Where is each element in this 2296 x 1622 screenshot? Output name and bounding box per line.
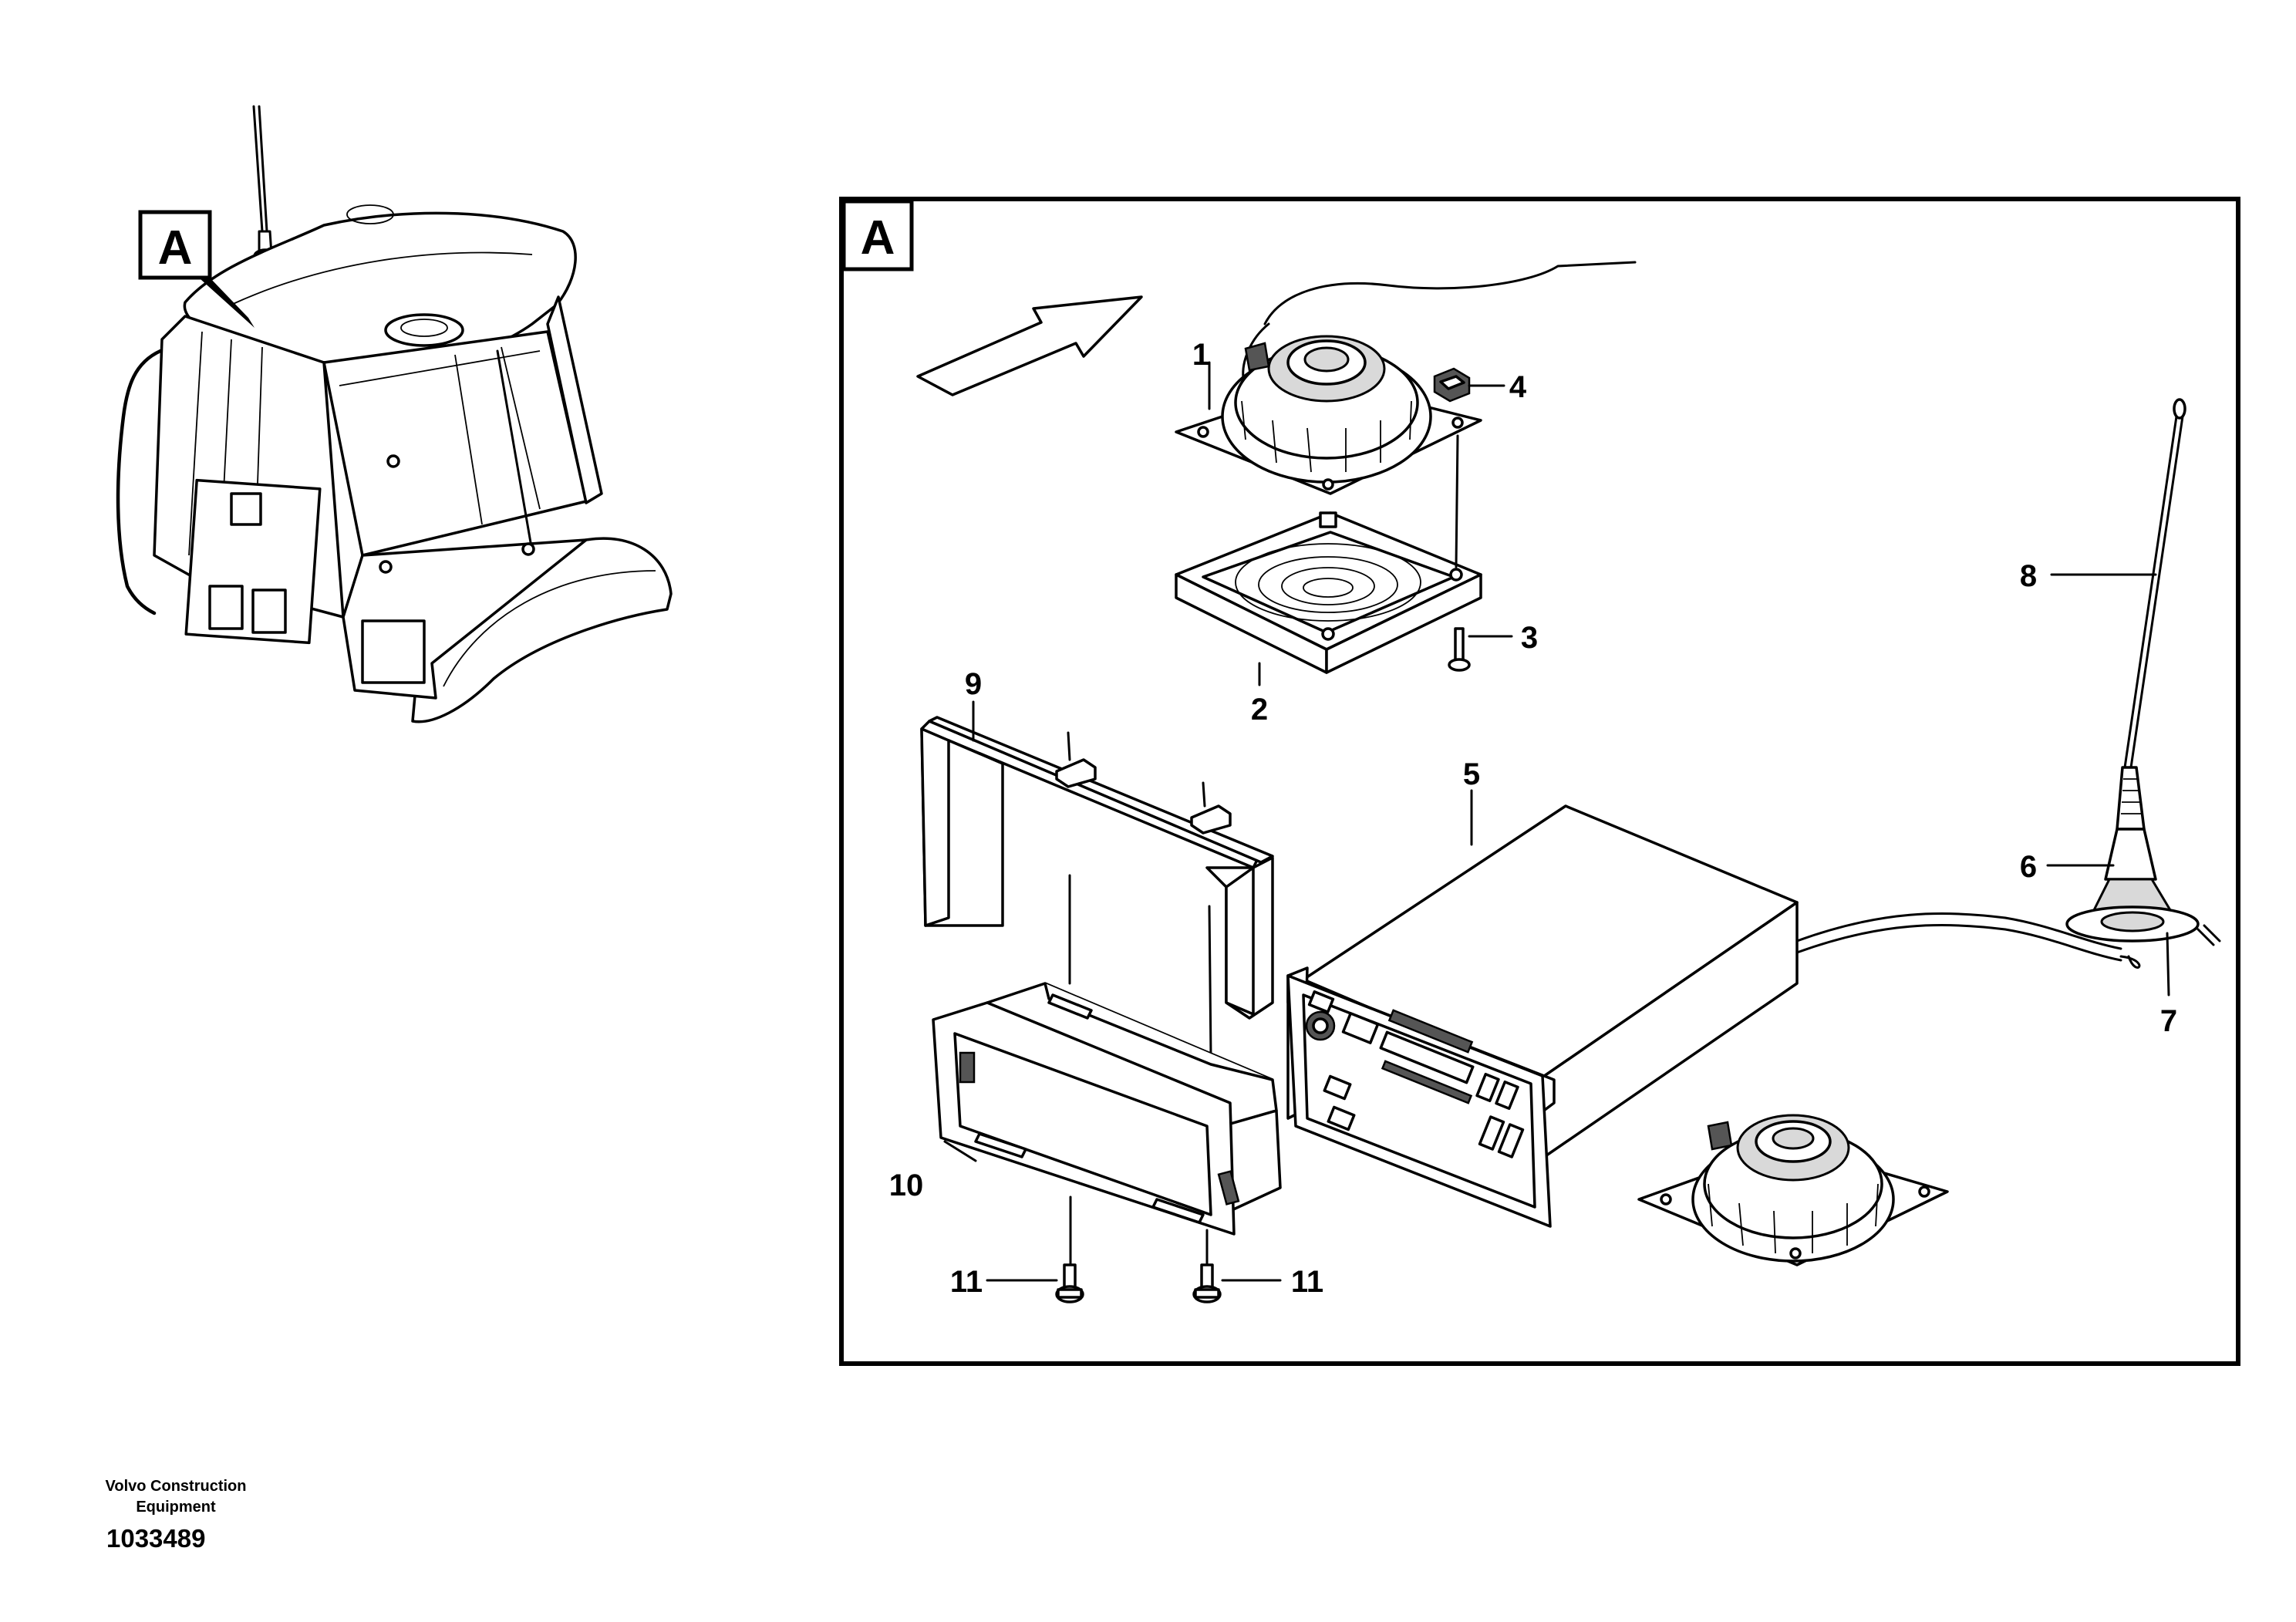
callout-1: 1	[1192, 338, 1209, 372]
detail-label-box	[841, 199, 914, 271]
screw-part-3	[1448, 627, 1471, 672]
company-name: Volvo Construction Equipment	[105, 1478, 247, 1516]
direction-arrow-icon	[916, 295, 1143, 396]
callout-11-left: 11	[950, 1265, 983, 1299]
callout-6: 6	[2020, 850, 2037, 884]
mounting-bracket	[920, 716, 1274, 1020]
clip-part	[1433, 367, 1471, 403]
antenna-assembly	[2065, 398, 2221, 946]
callout-9: 9	[965, 667, 982, 701]
radio-unit	[1286, 804, 2141, 1228]
callout-11-right: 11	[1291, 1265, 1323, 1299]
callout-7: 7	[2160, 1004, 2177, 1038]
view-label-box	[138, 210, 212, 280]
document-number: 1033489	[106, 1524, 206, 1553]
screw-part-11-left	[1055, 1263, 1084, 1303]
callout-8: 8	[2020, 559, 2037, 593]
callout-2: 2	[1251, 693, 1268, 727]
detail-label-text: A	[861, 211, 895, 265]
callout-4: 4	[1509, 370, 1527, 404]
speaker-bottom	[1637, 1114, 1949, 1266]
radio-holder	[932, 982, 1282, 1236]
callout-10: 10	[889, 1168, 924, 1202]
callout-3: 3	[1521, 621, 1538, 655]
callout-5: 5	[1463, 757, 1480, 791]
cab-overview-illustration: A	[116, 105, 673, 723]
footer-block: Volvo Construction Equipment 1033489	[91, 1476, 261, 1553]
speaker-housing	[1175, 511, 1482, 674]
screw-part-11-right	[1192, 1263, 1222, 1303]
detail-frame	[839, 197, 2240, 1366]
speaker-top	[1175, 261, 1637, 495]
view-label-text: A	[158, 221, 193, 275]
